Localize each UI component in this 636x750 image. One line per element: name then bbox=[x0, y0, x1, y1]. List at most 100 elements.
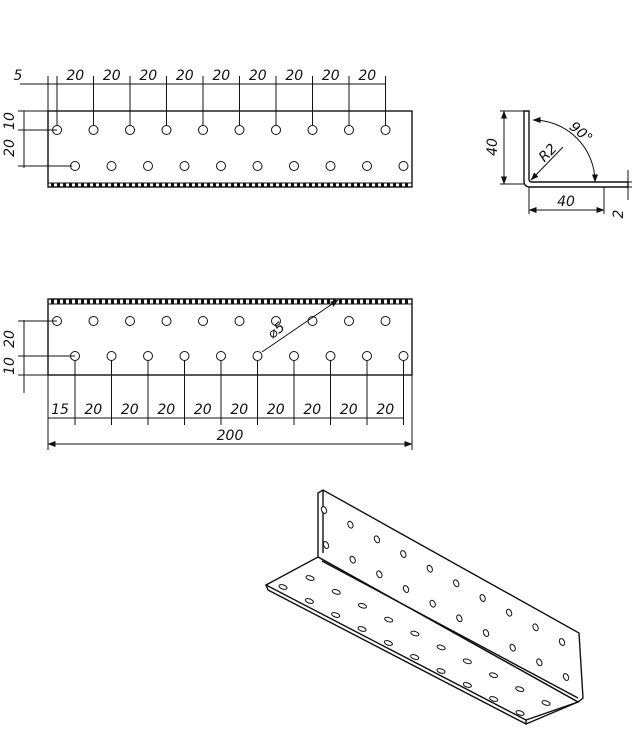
hole bbox=[489, 672, 499, 679]
serration-tooth bbox=[93, 299, 96, 304]
serration-tooth bbox=[381, 299, 384, 304]
serration-tooth bbox=[327, 183, 330, 187]
serration-tooth bbox=[291, 299, 294, 304]
spacing-label: 20 bbox=[267, 402, 285, 418]
hole bbox=[357, 626, 367, 632]
spacing-label: 20 bbox=[157, 402, 175, 418]
hole bbox=[509, 643, 516, 652]
hole bbox=[322, 541, 330, 549]
serration-tooth bbox=[63, 183, 66, 187]
hole bbox=[216, 161, 226, 171]
spacing-label: 5 bbox=[14, 68, 23, 84]
hole-pattern bbox=[52, 125, 409, 171]
serration-tooth bbox=[165, 183, 168, 187]
spacing-label: 20 bbox=[194, 402, 212, 418]
spacing-label: 20 bbox=[103, 68, 121, 84]
serration-tooth bbox=[357, 299, 360, 304]
hole bbox=[536, 658, 543, 667]
serration-tooth bbox=[123, 183, 126, 187]
serration-tooth bbox=[375, 183, 378, 187]
hole bbox=[125, 316, 135, 326]
serration-tooth bbox=[351, 183, 354, 187]
serration-tooth bbox=[243, 299, 246, 304]
serration-tooth bbox=[309, 299, 312, 304]
dimension-20: 20 bbox=[2, 330, 18, 348]
hole bbox=[304, 598, 314, 604]
hole bbox=[106, 351, 117, 361]
hole bbox=[362, 161, 372, 171]
hole bbox=[462, 682, 472, 688]
hole bbox=[88, 316, 99, 326]
serration-tooth bbox=[237, 183, 240, 187]
hole-pattern bbox=[52, 316, 409, 361]
serration-tooth bbox=[87, 299, 90, 304]
dimension-10: 10 bbox=[2, 357, 18, 375]
serration-tooth bbox=[153, 299, 156, 304]
serration-tooth bbox=[315, 299, 318, 304]
serration-tooth bbox=[153, 183, 156, 187]
serration-tooth bbox=[375, 299, 378, 304]
bend-serration bbox=[51, 299, 408, 304]
serration-tooth bbox=[117, 299, 120, 304]
hole bbox=[410, 630, 420, 637]
spacing-label: 20 bbox=[303, 402, 321, 418]
spacing-label: 15 bbox=[51, 402, 69, 418]
serration-tooth bbox=[351, 299, 354, 304]
hole bbox=[398, 351, 409, 361]
hole bbox=[307, 125, 318, 135]
serration-tooth bbox=[399, 299, 402, 304]
serration-tooth bbox=[225, 299, 228, 304]
serration-tooth bbox=[393, 299, 396, 304]
serration-tooth bbox=[159, 299, 162, 304]
serration-tooth bbox=[339, 299, 342, 304]
spacing-label: 20 bbox=[322, 68, 340, 84]
serration-tooth bbox=[105, 299, 108, 304]
dimension-20: 20 bbox=[2, 139, 18, 157]
serration-tooth bbox=[369, 299, 372, 304]
serration-tooth bbox=[99, 299, 102, 304]
serration-tooth bbox=[387, 183, 390, 187]
spacing-label: 20 bbox=[376, 402, 394, 418]
hole bbox=[198, 125, 208, 135]
hole bbox=[456, 614, 463, 623]
serration-tooth bbox=[99, 183, 102, 187]
spacing-label: 20 bbox=[176, 68, 194, 84]
serration-tooth bbox=[345, 299, 348, 304]
hole bbox=[234, 125, 245, 135]
hole bbox=[278, 584, 288, 590]
serration-tooth bbox=[51, 299, 54, 304]
serration-tooth bbox=[51, 183, 54, 187]
serration-tooth bbox=[387, 299, 390, 304]
hole bbox=[384, 616, 394, 623]
serration-tooth bbox=[171, 299, 174, 304]
hole bbox=[436, 668, 446, 674]
serration-tooth bbox=[243, 183, 246, 187]
serration-tooth bbox=[339, 183, 342, 187]
hole bbox=[106, 161, 117, 171]
hole bbox=[558, 638, 566, 646]
hole bbox=[479, 594, 486, 602]
hole bbox=[88, 125, 99, 135]
serration-tooth bbox=[255, 183, 258, 187]
serration-tooth bbox=[201, 183, 204, 187]
hole bbox=[380, 125, 391, 135]
serration-tooth bbox=[105, 183, 108, 187]
serration-tooth bbox=[405, 299, 408, 304]
serration-tooth bbox=[315, 183, 318, 187]
hole bbox=[331, 589, 341, 595]
hole bbox=[125, 125, 135, 135]
thickness-label: 2 bbox=[611, 209, 627, 218]
serration-tooth bbox=[135, 183, 138, 187]
hole bbox=[462, 658, 472, 665]
hole bbox=[515, 686, 525, 692]
spacing-label: 20 bbox=[285, 68, 303, 84]
serration-tooth bbox=[285, 299, 288, 304]
hole bbox=[216, 351, 226, 361]
serration-tooth bbox=[69, 299, 72, 304]
width-label: 40 bbox=[557, 194, 575, 210]
isometric-view bbox=[264, 489, 584, 726]
radius-label: R2 bbox=[536, 141, 561, 166]
